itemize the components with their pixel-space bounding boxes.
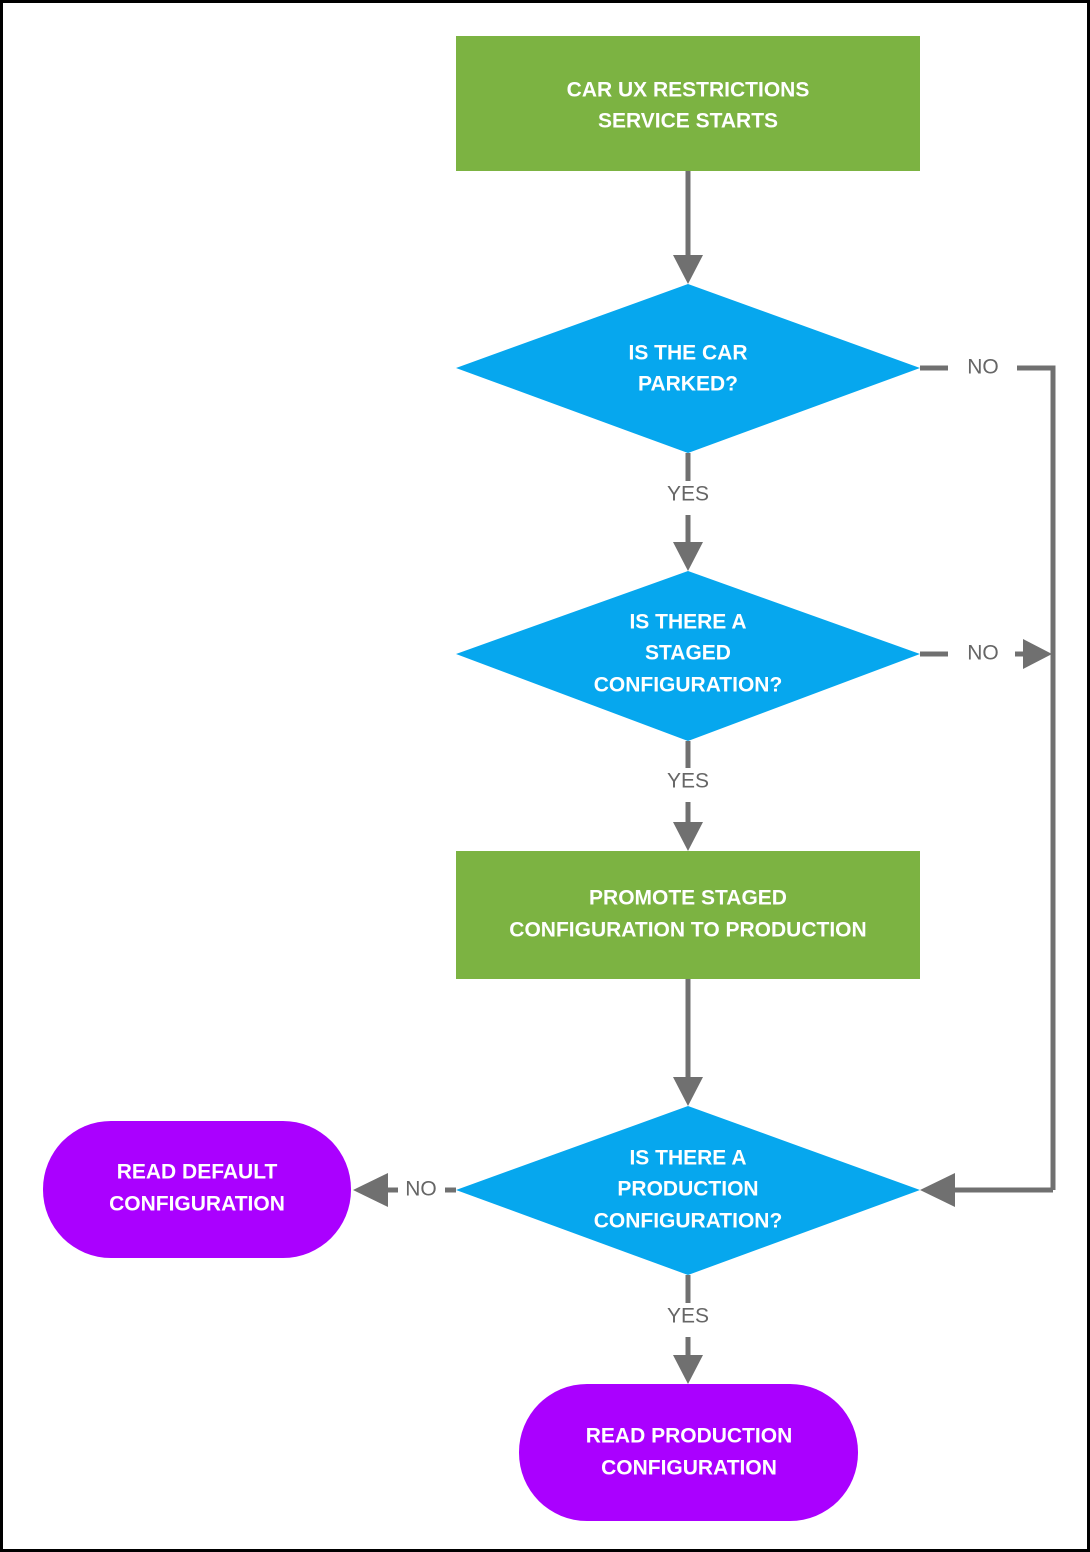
node-is-production-config[interactable]: IS THERE A PRODUCTION CONFIGURATION? [456, 1106, 920, 1275]
edge-label-staged-yes: YES [667, 770, 709, 793]
node-is-car-parked-line-2: PARKED? [638, 373, 738, 396]
arrow-head-icon [353, 1173, 388, 1207]
edge-staged-no: NO [920, 639, 1052, 669]
node-start[interactable]: CAR UX RESTRICTIONS SERVICE STARTS [456, 36, 920, 171]
arrow-head-icon [673, 1355, 703, 1384]
node-is-production-config-line-3: CONFIGURATION? [594, 1210, 783, 1233]
node-read-default-line-2: CONFIGURATION [109, 1193, 285, 1216]
edge-rail-into-production-check [920, 1173, 1053, 1207]
node-is-car-parked[interactable]: IS THE CAR PARKED? [456, 284, 920, 453]
node-read-production-line-2: CONFIGURATION [601, 1457, 777, 1480]
arrow-head-icon [673, 1077, 703, 1106]
node-read-default[interactable]: READ DEFAULT CONFIGURATION [43, 1121, 351, 1258]
edge-production-no: NO [353, 1173, 456, 1207]
edge-parked-yes: YES [667, 453, 709, 571]
edge-label-production-yes: YES [667, 1305, 709, 1328]
node-is-production-config-line-2: PRODUCTION [617, 1178, 758, 1201]
edge-production-yes: YES [667, 1275, 709, 1384]
node-start-line-2: SERVICE STARTS [598, 110, 778, 133]
node-is-staged-config-line-2: STAGED [645, 642, 731, 665]
node-promote-staged[interactable]: PROMOTE STAGED CONFIGURATION TO PRODUCTI… [456, 851, 920, 979]
flowchart-svg: YES NO YES NO [43, 36, 1056, 1521]
arrow-head-icon [920, 1173, 955, 1207]
edge-label-production-no: NO [405, 1178, 437, 1201]
node-shape-rounded-rectangle [519, 1384, 858, 1521]
node-shape-rounded-rectangle [43, 1121, 351, 1258]
node-shape-diamond [456, 1106, 920, 1275]
edge-promote-to-production-check [673, 979, 703, 1106]
node-read-default-line-1: READ DEFAULT [117, 1161, 278, 1184]
node-is-staged-config-line-1: IS THERE A [629, 611, 746, 634]
edge-label-staged-no: NO [967, 642, 999, 665]
node-is-staged-config[interactable]: IS THERE A STAGED CONFIGURATION? [456, 571, 920, 741]
arrow-head-icon [673, 542, 703, 571]
node-is-production-config-line-1: IS THERE A [629, 1147, 746, 1170]
node-is-car-parked-line-1: IS THE CAR [628, 342, 747, 365]
node-promote-staged-line-1: PROMOTE STAGED [589, 887, 787, 910]
node-read-production[interactable]: READ PRODUCTION CONFIGURATION [519, 1384, 858, 1521]
arrow-head-icon [1023, 639, 1052, 669]
node-promote-staged-line-2: CONFIGURATION TO PRODUCTION [509, 919, 866, 942]
node-is-staged-config-line-3: CONFIGURATION? [594, 674, 783, 697]
edge-staged-yes: YES [667, 741, 709, 851]
edge-label-parked-yes: YES [667, 483, 709, 506]
node-start-line-1: CAR UX RESTRICTIONS [567, 79, 810, 102]
edge-label-parked-no: NO [967, 356, 999, 379]
edge-line-right-rail [1017, 365, 1056, 1190]
edge-start-to-parked [673, 171, 703, 284]
node-shape-diamond [456, 571, 920, 741]
arrow-head-icon [673, 822, 703, 851]
arrow-head-icon [673, 255, 703, 284]
node-read-production-line-1: READ PRODUCTION [586, 1425, 793, 1448]
node-shape-rectangle [456, 36, 920, 171]
node-shape-rectangle [456, 851, 920, 979]
edge-parked-no: NO [920, 356, 1056, 1190]
node-shape-diamond [456, 284, 920, 453]
